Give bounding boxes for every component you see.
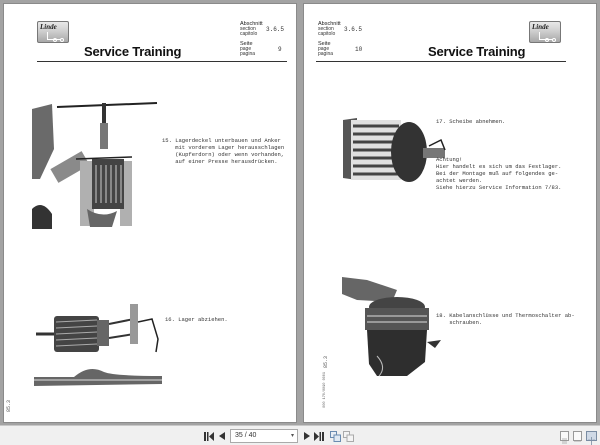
document-viewer[interactable]: Linde Service Training Abschnitt section…	[0, 0, 600, 425]
figure-armature-press-image	[32, 99, 162, 229]
copy-page-button[interactable]	[329, 430, 341, 442]
figure-motor-cables-image	[337, 272, 447, 377]
copy-icon	[329, 430, 341, 442]
last-page-button[interactable]	[313, 430, 325, 442]
document-reference-code: 000 170/0090 0001	[323, 372, 327, 408]
single-page-view-button[interactable]	[560, 431, 569, 444]
continuous-pages-icon	[574, 440, 581, 442]
left-page: Linde Service Training Abschnitt section…	[3, 3, 297, 423]
page-title: Service Training	[428, 44, 526, 59]
linde-logo: Linde	[37, 21, 69, 43]
first-page-button[interactable]	[203, 430, 215, 442]
step-17-text: 17. Scheibe abnehmen.	[436, 118, 506, 125]
triangle-right-icon	[304, 432, 310, 440]
page-number: 10	[355, 46, 363, 53]
step-15-text: 15. Lagerdeckel unterbauen und Anker mit…	[162, 137, 285, 165]
page-number: 9	[278, 46, 282, 53]
pages-icon	[342, 430, 354, 442]
two-page-icon	[588, 437, 595, 445]
single-page-icon	[562, 438, 567, 444]
step-18-text: 18. Kabelanschlüsse und Thermoschalter a…	[436, 312, 575, 326]
header-divider	[37, 61, 287, 62]
two-page-view-button[interactable]	[586, 431, 597, 445]
section-meta: Abschnitt section capitolo 3.6.5	[240, 21, 285, 37]
next-page-button[interactable]	[301, 430, 313, 442]
triangle-left-icon	[219, 432, 225, 440]
side-code: 85.3	[6, 400, 12, 413]
page-meta: Seite page pagina 9	[240, 41, 282, 57]
page-number-select[interactable]: 35 / 40 ▾	[230, 429, 298, 443]
section-value: 3.6.5	[266, 26, 285, 33]
right-page: Abschnitt section capitolo 3.6.5 Seite p…	[303, 3, 597, 423]
page-title: Service Training	[84, 44, 182, 59]
linde-logo: Linde	[529, 21, 561, 43]
section-meta: Abschnitt section capitolo 3.6.5	[318, 21, 363, 37]
skip-to-first-icon	[204, 431, 214, 441]
figure-bearing-puller-image	[34, 294, 162, 389]
page-meta: Seite page pagina 10	[318, 41, 363, 57]
dropdown-arrow-icon: ▾	[290, 433, 294, 439]
step-16-text: 16. Lager abziehen.	[165, 316, 228, 323]
skip-to-last-icon	[314, 431, 324, 441]
section-value: 3.6.5	[344, 26, 363, 33]
previous-page-button[interactable]	[216, 430, 228, 442]
figure-armature-disc-image	[337, 112, 447, 192]
navigation-toolbar: 35 / 40 ▾	[0, 425, 600, 445]
warning-note-text: Achtung! Hier handelt es sich um das Fes…	[436, 156, 562, 191]
header-divider	[316, 61, 566, 62]
continuous-view-button[interactable]	[573, 431, 582, 442]
fit-page-button[interactable]	[342, 430, 354, 442]
page-indicator: 35 / 40	[235, 432, 257, 439]
side-code: 85.3	[323, 356, 329, 369]
